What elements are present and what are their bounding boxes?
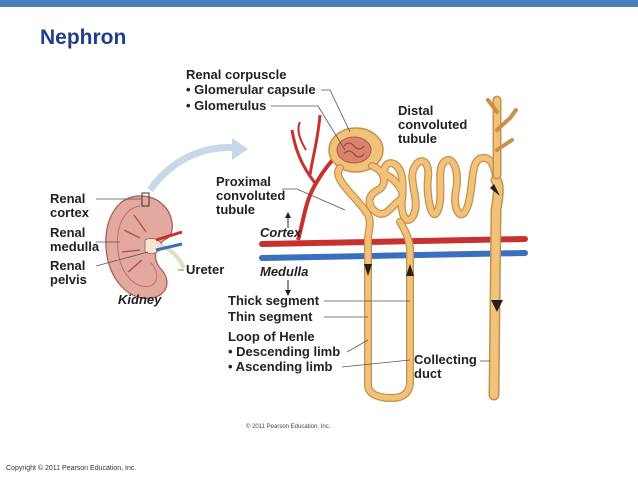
glomerulus-label: • Glomerulus [186,98,267,113]
proximal-tubule-label: Proximal convoluted tubule [216,174,286,217]
thick-segment-label: Thick segment [228,293,320,308]
distal-tubule-label: Distal convoluted tubule [398,103,468,146]
leader-lines [95,89,490,368]
figure-copyright: © 2011 Pearson Education, Inc. [246,424,331,430]
cortex-label: Cortex [260,225,302,240]
renal-cortex-label: Renal cortex [50,191,90,220]
ureter-label: Ureter [186,262,225,277]
collecting-duct [486,95,518,401]
glomerular-capsule-label: • Glomerular capsule [186,82,316,97]
ascending-arrow [406,264,414,276]
blood-vessels [259,114,528,261]
zoom-arrow [147,138,248,193]
ascending-limb-label: • Ascending limb [228,359,333,374]
collecting-duct-label: Collecting duct [414,352,477,381]
descending-arrow [364,264,372,276]
medulla-label: Medulla [260,264,309,279]
renal-corpuscle [328,127,384,173]
renal-corpuscle-label: Renal corpuscle [186,67,287,82]
thin-segment-label: Thin segment [228,309,313,324]
distal-arrow [490,184,500,196]
slide-title: Nephron [40,26,127,49]
renal-pelvis-label: Renal pelvis [50,258,87,287]
renal-medulla-label: Renal medulla [50,225,100,254]
footer-copyright: Copyright © 2011 Pearson Education, Inc. [6,465,137,472]
kidney-label: Kidney [118,292,162,307]
loop-of-henle-label: Loop of Henle [228,329,315,344]
descending-limb-label: • Descending limb [228,344,341,359]
top-accent-bar [0,0,638,7]
renal-tubule [334,153,500,402]
kidney-illustration [105,192,186,300]
